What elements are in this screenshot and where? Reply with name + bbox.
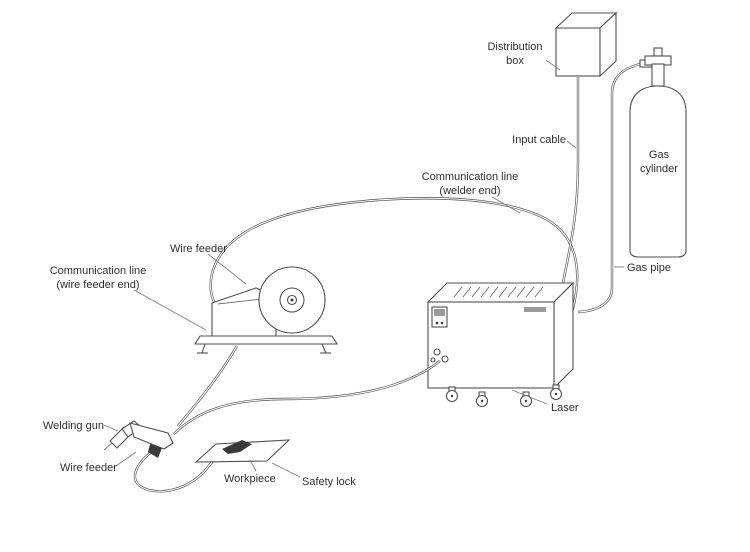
gas-cylinder-drawing [629, 47, 687, 258]
label-wire-feeder-bottom: Wire feeder [60, 462, 117, 474]
laser-display [434, 309, 445, 316]
welding-gun-leader [103, 424, 119, 432]
laser-leader [511, 389, 548, 405]
workpiece-drawing [194, 439, 291, 463]
workpiece-leader [249, 459, 257, 472]
gun-trigger [148, 444, 162, 458]
wire-feeder-drawing [194, 266, 338, 354]
label-gas-cylinder: Gas cylinder [640, 149, 678, 176]
distribution-box-leader [545, 59, 561, 71]
leader-lines [103, 59, 624, 478]
safety-lock-leader [271, 462, 301, 478]
label-comm-welder: Communication line (welder end) [421, 171, 519, 198]
label-laser: Laser [551, 402, 579, 414]
laser-brand-mark [524, 307, 546, 312]
laser-control-panel [431, 306, 448, 328]
laser-to-gun-cable [172, 359, 442, 436]
label-welding-gun: Welding gun [43, 420, 104, 432]
input-cable-leader [566, 140, 577, 149]
label-input-cable: Input cable [512, 134, 566, 146]
label-safety-lock: Safety lock [302, 476, 356, 488]
wire-feeder-bottom-leader [115, 451, 137, 467]
label-wire-feeder-top: Wire feeder [170, 243, 227, 255]
laser-top-vents [453, 286, 544, 298]
laser-drawing [426, 281, 575, 408]
label-gas-pipe: Gas pipe [627, 262, 672, 274]
comm-wire-feeder-leader [133, 289, 207, 331]
laser-casters [445, 384, 563, 408]
label-distribution-box: Distribution box [487, 41, 543, 68]
comm-welder-leader [491, 196, 521, 214]
distribution-box-drawing [554, 11, 618, 78]
label-comm-wire-feeder: Communication line (wire feeder end) [49, 265, 147, 292]
feeder-to-gun-cable [176, 344, 239, 428]
welding-gun-drawing [103, 420, 174, 458]
wire-feeder-top-leader [207, 253, 247, 285]
input-cable-line [558, 75, 580, 302]
laser-connectors [430, 348, 449, 363]
label-workpiece: Workpiece [224, 473, 276, 485]
safety-lock-clamp [222, 440, 252, 454]
